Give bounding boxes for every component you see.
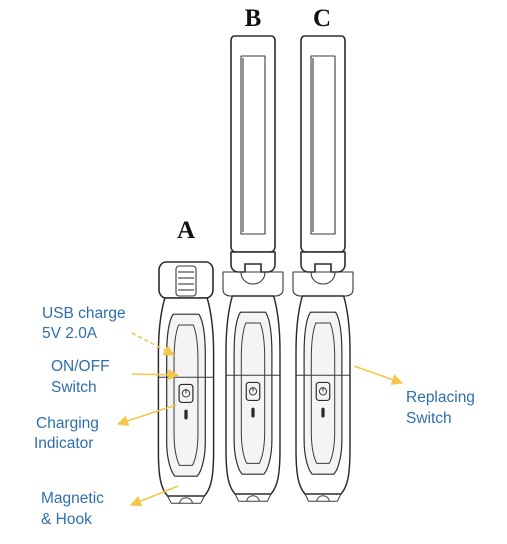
usb-charge-label-line2: 5V 2.0A [42,325,98,342]
replacing-switch-label-line1: Replacing [406,389,475,406]
variant-label-a: A [177,217,195,244]
on-off-label-line2: Switch [51,379,97,396]
variant-label-b: B [245,5,262,32]
magnetic-hook-label-line2: & Hook [41,511,92,528]
unit-a [157,261,215,504]
on-off-label-line1: ON/OFF [51,358,110,375]
replacing-switch-arrow [353,365,404,385]
charging-indicator-label-line1: Charging [36,415,99,432]
unit-b [222,35,284,502]
magnetic-hook-arrow [129,485,179,507]
charging-indicator-arrow [116,404,177,427]
replacing-switch-label-line2: Switch [406,410,452,427]
unit-c [292,35,354,502]
charging-indicator-label-line2: Indicator [34,435,93,452]
usb-charge-label-line1: USB charge [42,305,126,322]
usb-charge-arrow [131,332,175,356]
magnetic-hook-label-line1: Magnetic [41,490,104,507]
variant-label-c: C [313,5,331,32]
on-off-arrow [131,369,180,381]
